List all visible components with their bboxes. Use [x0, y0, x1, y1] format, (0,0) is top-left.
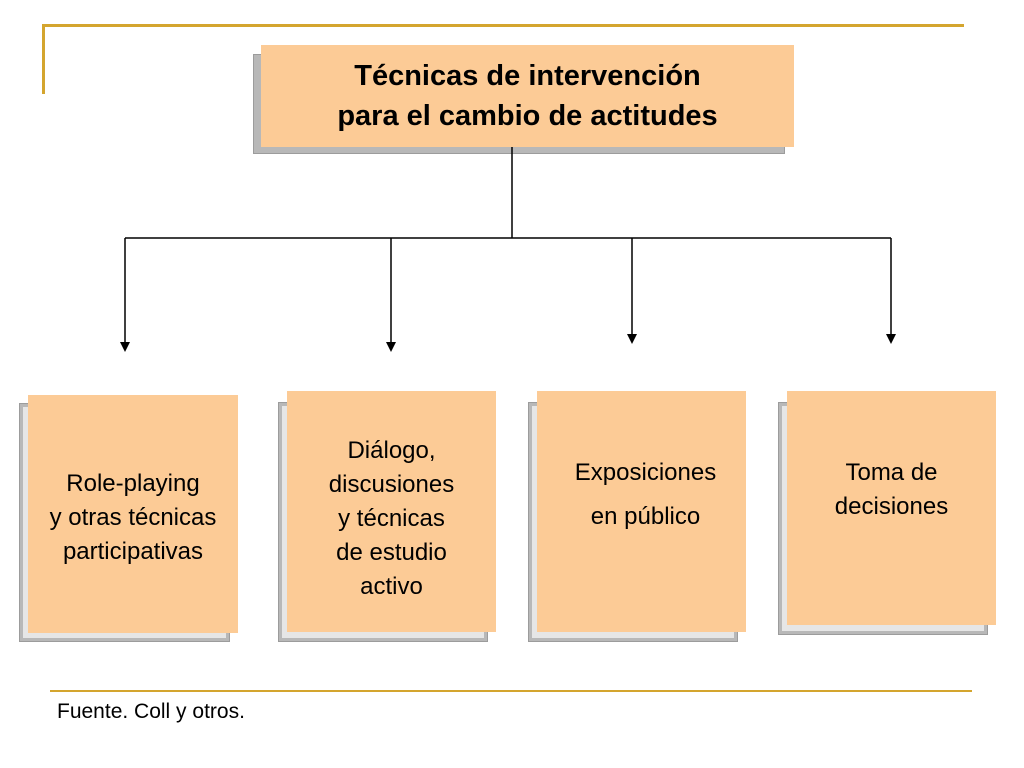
arrow-head-2 [386, 342, 396, 352]
title-line-2: para el cambio de actitudes [337, 100, 718, 132]
arrow-head-4 [886, 334, 896, 344]
technique-label: Toma de decisiones [834, 459, 949, 520]
technique-box-role-playing: Role-playing y otras técnicas participat… [28, 395, 238, 633]
title-box: Técnicas de intervención para el cambio … [261, 45, 794, 147]
bottom-accent-line [50, 690, 972, 692]
left-accent-line [42, 24, 45, 94]
arrow-head-3 [627, 334, 637, 344]
technique-box-toma-decisiones: Toma de decisiones [787, 391, 996, 625]
technique-box-dialogo: Diálogo, discusiones y técnicas de estud… [287, 391, 496, 632]
arrow-head-1 [120, 342, 130, 352]
title-line-1: Técnicas de intervención [354, 60, 701, 92]
technique-label: Diálogo, discusiones y técnicas de estud… [328, 436, 455, 600]
technique-box-exposiciones: Exposiciones en público [537, 391, 746, 632]
top-accent-line [42, 24, 964, 27]
source-note: Fuente. Coll y otros. [57, 700, 245, 723]
technique-label: Role-playing y otras técnicas participat… [49, 470, 217, 565]
technique-label: Exposiciones en público [574, 458, 717, 530]
